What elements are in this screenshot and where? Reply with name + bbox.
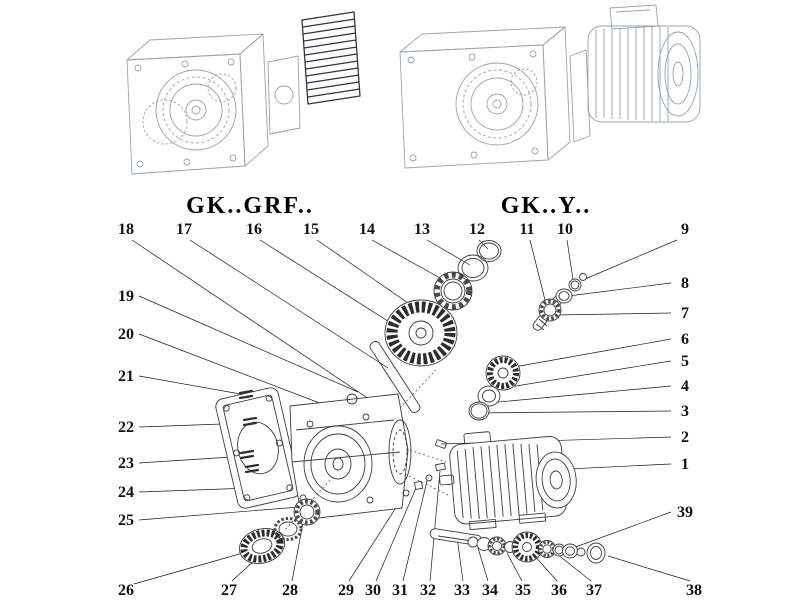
flange-bolts xyxy=(238,389,260,474)
callout-17: 17 xyxy=(176,221,192,238)
gear-housing xyxy=(289,393,412,521)
leader-line-3 xyxy=(472,410,672,414)
leader-line-6 xyxy=(513,338,672,368)
leader-line-37 xyxy=(556,553,592,582)
callout-29: 29 xyxy=(338,582,354,599)
callout-27: 27 xyxy=(221,582,237,599)
callout-13: 13 xyxy=(414,221,430,238)
leader-line-17 xyxy=(189,239,389,369)
lock-washer xyxy=(273,517,303,541)
leader-line-18 xyxy=(131,239,370,400)
leader-line-15 xyxy=(316,239,422,313)
callout-37: 37 xyxy=(586,582,602,599)
output-bearing-left xyxy=(293,498,321,526)
callout-28: 28 xyxy=(282,582,298,599)
leader-line-32 xyxy=(429,470,441,582)
motor-overview xyxy=(569,4,701,143)
second-gear-set xyxy=(468,355,521,421)
leader-line-14 xyxy=(371,239,450,284)
leader-line-38 xyxy=(607,555,691,582)
leader-line-25 xyxy=(138,506,300,521)
callout-3: 3 xyxy=(681,403,689,420)
callout-23: 23 xyxy=(118,455,134,472)
gearbox-overview-gky xyxy=(399,4,701,169)
leader-line-10 xyxy=(566,239,575,287)
callout-32: 32 xyxy=(420,582,436,599)
callout-8: 8 xyxy=(681,275,689,292)
callout-19: 19 xyxy=(118,288,134,305)
callout-38: 38 xyxy=(686,582,702,599)
input-bearing xyxy=(433,271,473,311)
callout-7: 7 xyxy=(681,305,689,322)
leader-line-30 xyxy=(375,487,417,582)
callout-33: 33 xyxy=(454,582,470,599)
leader-line-4 xyxy=(487,385,672,404)
callout-30: 30 xyxy=(365,582,381,599)
leader-line-21 xyxy=(138,375,247,396)
callout-16: 16 xyxy=(246,221,262,238)
callout-11: 11 xyxy=(519,221,534,238)
leader-line-39 xyxy=(569,511,672,550)
leader-line-9 xyxy=(584,239,678,280)
callout-4: 4 xyxy=(681,378,689,395)
pinion-shaft-set xyxy=(532,273,587,331)
finned-adapter-cap xyxy=(301,11,361,105)
leader-line-16 xyxy=(259,239,403,331)
callout-6: 6 xyxy=(681,331,689,348)
callout-26: 26 xyxy=(118,582,134,599)
leader-line-35 xyxy=(506,552,523,582)
input-gear xyxy=(384,299,458,367)
callout-24: 24 xyxy=(118,484,134,501)
leader-line-28 xyxy=(291,522,304,582)
input-retaining-rings xyxy=(457,240,502,282)
callout-9: 9 xyxy=(681,221,689,238)
callout-5: 5 xyxy=(681,353,689,370)
callout-layer: 1234567891011121314151617181920212223242… xyxy=(118,221,702,599)
callout-15: 15 xyxy=(303,221,319,238)
leader-line-11 xyxy=(529,239,547,305)
variant-label-gkgrf: GK..GRF.. xyxy=(186,193,314,219)
leader-line-31 xyxy=(402,480,428,582)
callout-22: 22 xyxy=(118,419,134,436)
assembly-axis-lines xyxy=(284,369,451,531)
callout-2: 2 xyxy=(681,429,689,446)
leader-line-26 xyxy=(133,550,251,585)
flange-plate xyxy=(215,387,301,509)
callout-12: 12 xyxy=(469,221,485,238)
callout-1: 1 xyxy=(681,456,689,473)
variant-label-gky: GK..Y.. xyxy=(501,193,591,219)
callout-39: 39 xyxy=(677,504,693,521)
leader-line-19 xyxy=(138,295,359,393)
callout-36: 36 xyxy=(551,582,567,599)
callout-14: 14 xyxy=(359,221,375,238)
callout-25: 25 xyxy=(118,512,134,529)
leader-line-8 xyxy=(567,282,672,297)
exploded-view xyxy=(215,240,606,564)
motor xyxy=(439,431,577,531)
callout-20: 20 xyxy=(118,326,134,343)
output-ring-gear xyxy=(238,528,286,564)
leader-line-34 xyxy=(477,547,489,582)
callout-21: 21 xyxy=(118,368,134,385)
leader-line-5 xyxy=(496,360,672,390)
callout-10: 10 xyxy=(557,221,573,238)
motor-mounting-parts xyxy=(402,439,447,497)
leader-line-7 xyxy=(555,312,672,316)
gearbox-overview-gkgrf xyxy=(126,11,361,175)
callout-31: 31 xyxy=(392,582,408,599)
callout-34: 34 xyxy=(482,582,498,599)
leader-line-20 xyxy=(138,333,331,408)
leader-line-33 xyxy=(456,536,464,582)
leader-line-13 xyxy=(426,239,471,266)
callout-18: 18 xyxy=(118,221,134,238)
output-shaft-assembly xyxy=(429,528,606,564)
callout-35: 35 xyxy=(515,582,531,599)
leader-line-29 xyxy=(348,494,405,582)
